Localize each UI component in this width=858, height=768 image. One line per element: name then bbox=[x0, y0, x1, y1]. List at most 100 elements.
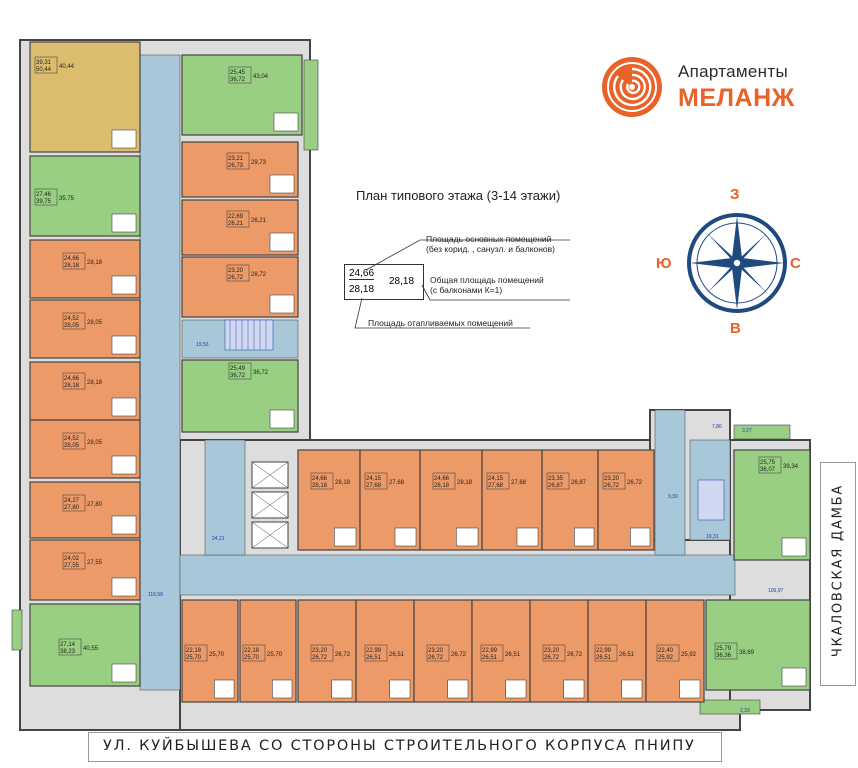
corridor-area-text: 106,97 bbox=[768, 588, 784, 594]
corridor-area-text: 9,30 bbox=[668, 494, 678, 500]
heated-area-text: 26,21 bbox=[228, 221, 244, 227]
bathroom bbox=[111, 275, 137, 295]
spiral-logo-icon bbox=[600, 55, 664, 119]
main-area-text: 23,21 bbox=[228, 156, 244, 162]
area-label-box bbox=[546, 472, 570, 490]
heated-area-text: 26,51 bbox=[482, 655, 498, 661]
total-area-text: 36,72 bbox=[253, 370, 269, 376]
main-area-text: 23,20 bbox=[604, 476, 620, 482]
area-label-box bbox=[542, 644, 566, 662]
total-area-text: 26,51 bbox=[389, 652, 405, 658]
heated-area-text: 39,75 bbox=[36, 199, 52, 205]
heated-area-text: 26,72 bbox=[312, 655, 328, 661]
stairs-and-lifts bbox=[224, 319, 725, 549]
street-bottom-label: УЛ. КУЙБЫШЕВА СО СТОРОНЫ СТРОИТЕЛЬНОГО К… bbox=[103, 738, 696, 754]
heated-area-text: 27,68 bbox=[488, 483, 504, 489]
main-area-text: 25,45 bbox=[230, 70, 246, 76]
main-area-text: 25,79 bbox=[716, 646, 732, 652]
bathroom bbox=[781, 667, 807, 687]
total-area-text: 35,75 bbox=[59, 196, 75, 202]
area-label-box bbox=[62, 432, 86, 450]
main-area-text: 22,99 bbox=[596, 648, 612, 654]
bathroom bbox=[679, 679, 701, 699]
apartment-fill bbox=[181, 199, 299, 256]
bathroom bbox=[111, 213, 137, 233]
legend-sample-box: 24,66 28,18 28,18 bbox=[344, 264, 424, 300]
main-area-text: 22,99 bbox=[482, 648, 498, 654]
street-bottom-box: УЛ. КУЙБЫШЕВА СО СТОРОНЫ СТРОИТЕЛЬНОГО К… bbox=[88, 732, 722, 762]
heated-area-text: 26,51 bbox=[366, 655, 382, 661]
total-area-text: 26,51 bbox=[619, 652, 635, 658]
bathroom bbox=[111, 663, 137, 683]
corridor-area-text: 19,53 bbox=[196, 342, 209, 348]
heated-area-text: 26,51 bbox=[596, 655, 612, 661]
bathroom bbox=[269, 409, 295, 429]
main-area-text: 23,20 bbox=[312, 648, 328, 654]
corridor-area-text: 116,58 bbox=[148, 592, 163, 598]
main-area-text: 22,18 bbox=[186, 648, 202, 654]
main-area-text: 25,49 bbox=[230, 366, 246, 372]
legend-main-value: 24,66 bbox=[349, 268, 375, 280]
bathroom bbox=[394, 527, 417, 547]
bathroom bbox=[333, 527, 357, 547]
area-label-box bbox=[594, 644, 618, 662]
legend-heated-area-label: Площадь отапливаемых помещений bbox=[368, 318, 513, 328]
total-area-text: 27,55 bbox=[87, 560, 103, 566]
total-area-text: 43,04 bbox=[253, 74, 269, 80]
area-label-box bbox=[34, 56, 58, 74]
heated-area-text: 28,05 bbox=[64, 443, 80, 449]
area-label-box bbox=[602, 472, 626, 490]
bathroom bbox=[269, 294, 295, 314]
main-area-text: 24,66 bbox=[312, 476, 328, 482]
main-area-text: 25,75 bbox=[760, 460, 776, 466]
bathroom bbox=[111, 335, 137, 355]
legend-total-area-label: Общая площадь помещений (с балконами К=1… bbox=[430, 275, 544, 295]
bathroom bbox=[214, 679, 235, 699]
total-area-text: 26,21 bbox=[251, 218, 267, 224]
total-area-text: 26,51 bbox=[505, 652, 521, 658]
corridors bbox=[139, 54, 736, 691]
compass-east-label: С bbox=[790, 255, 801, 272]
total-area-text: 28,18 bbox=[457, 480, 473, 486]
corridor-area-text: 7,86 bbox=[712, 424, 722, 430]
heated-area-text: 27,55 bbox=[64, 563, 80, 569]
main-area-text: 22,99 bbox=[366, 648, 382, 654]
heated-area-text: 26,72 bbox=[604, 483, 620, 489]
area-label-box bbox=[226, 152, 250, 170]
total-area-text: 26,72 bbox=[451, 652, 467, 658]
heated-area-text: 28,18 bbox=[64, 383, 80, 389]
area-label-box bbox=[242, 644, 266, 662]
legend-heated-value: 28,18 bbox=[349, 284, 375, 295]
total-area-text: 25,92 bbox=[681, 652, 697, 658]
bathroom bbox=[455, 527, 479, 547]
heated-area-text: 28,18 bbox=[312, 483, 328, 489]
area-label-box bbox=[310, 472, 334, 490]
balconies bbox=[11, 59, 791, 715]
heated-area-text: 26,87 bbox=[548, 483, 564, 489]
total-area-text: 28,72 bbox=[251, 272, 267, 278]
total-area-text: 27,68 bbox=[389, 480, 405, 486]
total-area-text: 27,68 bbox=[511, 480, 527, 486]
total-area-text: 28,18 bbox=[335, 480, 351, 486]
bathroom bbox=[269, 174, 295, 194]
heated-area-text: 36,36 bbox=[716, 653, 732, 659]
total-area-text: 28,18 bbox=[87, 380, 103, 386]
main-area-text: 24,27 bbox=[64, 498, 80, 504]
main-area-text: 24,66 bbox=[64, 256, 80, 262]
corridor-area-text: 2,33 bbox=[740, 708, 750, 714]
main-area-text: 24,52 bbox=[64, 316, 80, 322]
